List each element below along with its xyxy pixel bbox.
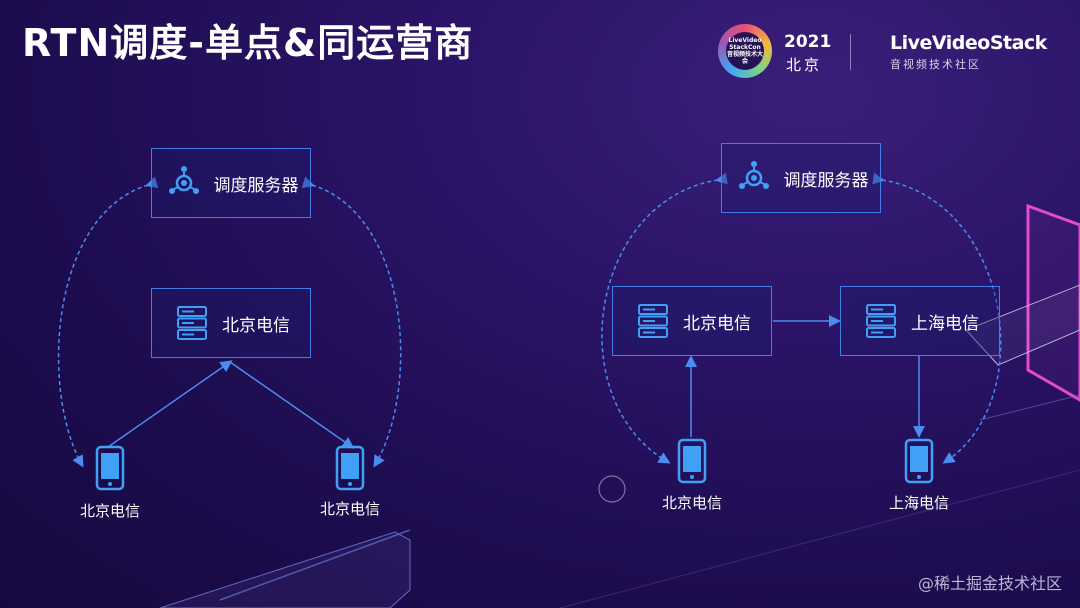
badge-text: LiveVideo StackCon 音视频技术大会: [726, 32, 764, 70]
client-label-right-sh: 上海电信: [888, 494, 949, 512]
link-scheduler-client-right: [301, 176, 402, 468]
server-label-right-sh: 上海电信: [911, 313, 979, 334]
server-box-left-bj: 北京电信: [151, 288, 311, 358]
server-rack-icon: [638, 304, 668, 338]
logo-subtitle: 音视频技术社区: [890, 58, 981, 71]
smartphone-icon: [335, 445, 365, 491]
client-label-left-1: 北京电信: [79, 502, 140, 520]
link-client-left-server: [107, 360, 233, 448]
logo-divider: [850, 34, 851, 70]
logo-city: 北京: [786, 56, 823, 74]
link-scheduler-client-left: [57, 176, 159, 468]
server-label-left-bj: 北京电信: [222, 315, 290, 336]
server-rack-icon: [866, 304, 896, 338]
smartphone-icon: [904, 438, 934, 484]
server-label-right-bj: 北京电信: [683, 313, 751, 334]
hub-node-icon: [738, 161, 769, 189]
server-box-right-sh: 上海电信: [840, 286, 1000, 356]
client-label-right-bj: 北京电信: [661, 494, 722, 512]
event-logo: LiveVideo StackCon 音视频技术大会 2021 北京 LiveV…: [718, 22, 1058, 82]
watermark: @稀土掘金技术社区: [917, 574, 1062, 593]
page-title: RTN调度-单点&同运营商: [22, 21, 474, 65]
link-server-client-right: [229, 361, 355, 449]
smartphone-icon: [677, 438, 707, 484]
smartphone-icon: [95, 445, 125, 491]
scheduler-label-right: 调度服务器: [783, 170, 869, 191]
scheduler-server-box-left: 调度服务器: [151, 148, 311, 218]
server-box-right-bj: 北京电信: [612, 286, 772, 356]
hub-node-icon: [168, 166, 199, 194]
logo-year: 2021: [784, 32, 832, 52]
scheduler-label-left: 调度服务器: [213, 175, 299, 196]
scheduler-server-box-right: 调度服务器: [721, 143, 881, 213]
server-rack-icon: [177, 306, 207, 340]
conference-badge-icon: LiveVideo StackCon 音视频技术大会: [718, 24, 772, 78]
client-label-left-2: 北京电信: [319, 500, 380, 518]
link-scheduler-client-left-r: [601, 172, 728, 464]
logo-brand: LiveVideoStack: [890, 32, 1047, 54]
link-scheduler-client-right-r: [872, 172, 1002, 464]
